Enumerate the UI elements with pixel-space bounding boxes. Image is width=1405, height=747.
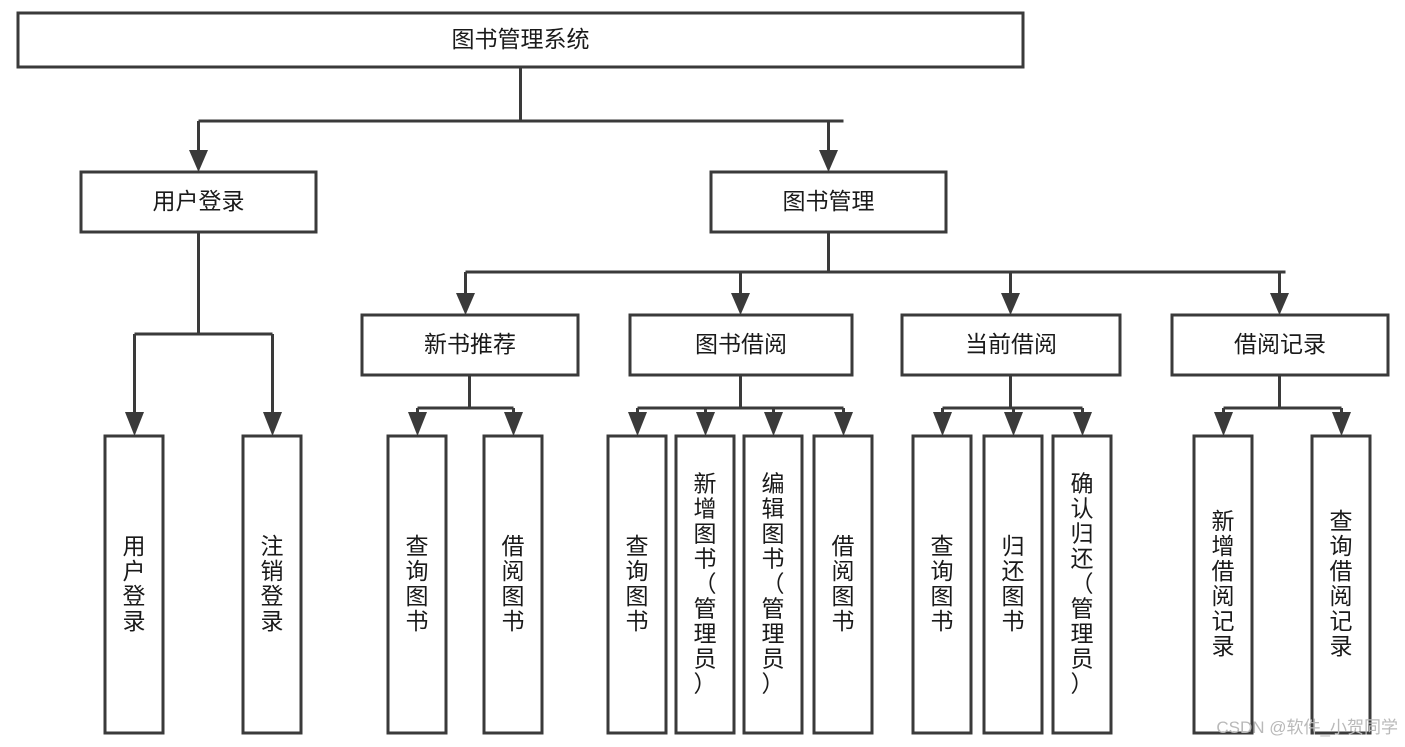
arrow-to-leaf-edit-book-admin: [764, 412, 783, 436]
node-box-borrow-record[interactable]: [1170, 313, 1390, 377]
node-label-leaf-add-borrow-record: 新增借阅记录: [1212, 508, 1235, 659]
arrow-to-leaf-query-borrow-record: [1332, 412, 1351, 436]
node-label-leaf-borrow-book: 借阅图书: [832, 533, 855, 634]
arrow-to-borrow-record: [1270, 293, 1289, 315]
node-box-root[interactable]: [16, 11, 1025, 69]
node-label-leaf-query-book-current: 查询图书: [931, 533, 954, 634]
arrow-to-leaf-borrow-book: [834, 412, 853, 436]
node-box-book-borrow[interactable]: [628, 313, 854, 377]
node-label-leaf-query-book-rec: 查询图书: [406, 533, 429, 634]
node-label-current-borrow: 当前借阅: [965, 331, 1057, 357]
arrow-to-new-book-recommend: [456, 293, 475, 315]
node-label-leaf-confirm-return-admin: 确认归还（管理员）: [1071, 471, 1094, 697]
node-leaf-add-borrow-record[interactable]: 新增借阅记录: [1192, 434, 1254, 735]
node-label-leaf-query-book-borrow: 查询图书: [626, 533, 649, 634]
node-label-book-manage: 图书管理: [783, 188, 875, 214]
node-leaf-query-book-current[interactable]: 查询图书: [911, 434, 973, 735]
node-box-book-manage[interactable]: [709, 170, 948, 234]
node-box-leaf-edit-book-admin[interactable]: [742, 434, 804, 735]
node-leaf-add-book-admin[interactable]: 新增图书（管理员）: [674, 434, 736, 735]
node-leaf-query-book-rec[interactable]: 查询图书: [386, 434, 448, 735]
node-box-leaf-add-borrow-record[interactable]: [1192, 434, 1254, 735]
arrow-root-to-book-manage: [819, 150, 838, 172]
node-leaf-borrow-book-rec[interactable]: 借阅图书: [482, 434, 544, 735]
node-label-leaf-logout-login: 注销登录: [261, 533, 284, 634]
arrow-root-to-user-login: [189, 150, 208, 172]
arrow-to-leaf-query-book-borrow: [628, 412, 647, 436]
node-leaf-query-book-borrow[interactable]: 查询图书: [606, 434, 668, 735]
arrow-to-leaf-user-login: [125, 412, 144, 436]
node-box-new-book-recommend[interactable]: [360, 313, 580, 377]
arrow-to-leaf-confirm-return-admin: [1073, 412, 1092, 436]
node-leaf-logout-login[interactable]: 注销登录: [241, 434, 303, 735]
node-label-new-book-recommend: 新书推荐: [424, 331, 516, 357]
node-leaf-return-book[interactable]: 归还图书: [982, 434, 1044, 735]
node-label-leaf-query-borrow-record: 查询借阅记录: [1330, 508, 1353, 659]
arrow-to-book-borrow: [731, 293, 750, 315]
node-box-leaf-query-book-current[interactable]: [911, 434, 973, 735]
node-box-leaf-borrow-book[interactable]: [812, 434, 874, 735]
arrow-to-current-borrow: [1001, 293, 1020, 315]
node-leaf-query-borrow-record[interactable]: 查询借阅记录: [1310, 434, 1372, 735]
node-leaf-edit-book-admin[interactable]: 编辑图书（管理员）: [742, 434, 804, 735]
node-book-borrow[interactable]: 图书借阅: [628, 313, 854, 377]
node-label-leaf-edit-book-admin: 编辑图书（管理员）: [762, 471, 785, 697]
node-user-login[interactable]: 用户登录: [79, 170, 318, 234]
node-label-leaf-return-book: 归还图书: [1002, 533, 1025, 634]
node-label-borrow-record: 借阅记录: [1234, 331, 1326, 357]
arrow-to-leaf-query-book-rec: [408, 412, 427, 436]
node-label-root: 图书管理系统: [452, 26, 590, 52]
csdn-watermark: CSDN @软件_小贺同学: [1216, 718, 1398, 737]
node-leaf-confirm-return-admin[interactable]: 确认归还（管理员）: [1051, 434, 1113, 735]
node-borrow-record[interactable]: 借阅记录: [1170, 313, 1390, 377]
arrow-to-leaf-borrow-book-rec: [504, 412, 523, 436]
node-box-leaf-confirm-return-admin[interactable]: [1051, 434, 1113, 735]
node-box-leaf-query-book-rec[interactable]: [386, 434, 448, 735]
node-box-leaf-borrow-book-rec[interactable]: [482, 434, 544, 735]
node-book-manage[interactable]: 图书管理: [709, 170, 948, 234]
node-current-borrow[interactable]: 当前借阅: [900, 313, 1122, 377]
arrow-to-leaf-add-book-admin: [696, 412, 715, 436]
node-new-book-recommend[interactable]: 新书推荐: [360, 313, 580, 377]
connector-layer: [125, 67, 1351, 436]
node-box-leaf-user-login[interactable]: [103, 434, 165, 735]
arrow-to-leaf-logout-login: [263, 412, 282, 436]
node-label-leaf-add-book-admin: 新增图书（管理员）: [694, 471, 717, 697]
arrow-to-leaf-query-book-current: [933, 412, 952, 436]
node-box-current-borrow[interactable]: [900, 313, 1122, 377]
node-label-leaf-borrow-book-rec: 借阅图书: [502, 533, 525, 634]
node-box-leaf-add-book-admin[interactable]: [674, 434, 736, 735]
node-label-user-login: 用户登录: [153, 188, 245, 214]
node-leaf-borrow-book[interactable]: 借阅图书: [812, 434, 874, 735]
node-box-user-login[interactable]: [79, 170, 318, 234]
arrow-to-leaf-return-book: [1004, 412, 1023, 436]
nodes-layer: 图书管理系统用户登录图书管理新书推荐图书借阅当前借阅借阅记录用户登录注销登录查询…: [16, 11, 1390, 735]
node-box-leaf-query-book-borrow[interactable]: [606, 434, 668, 735]
node-box-leaf-logout-login[interactable]: [241, 434, 303, 735]
arrow-to-leaf-add-borrow-record: [1214, 412, 1233, 436]
node-label-leaf-user-login: 用户登录: [123, 533, 146, 634]
node-leaf-user-login[interactable]: 用户登录: [103, 434, 165, 735]
node-root[interactable]: 图书管理系统: [16, 11, 1025, 69]
node-box-leaf-return-book[interactable]: [982, 434, 1044, 735]
node-box-leaf-query-borrow-record[interactable]: [1310, 434, 1372, 735]
node-label-book-borrow: 图书借阅: [695, 331, 787, 357]
